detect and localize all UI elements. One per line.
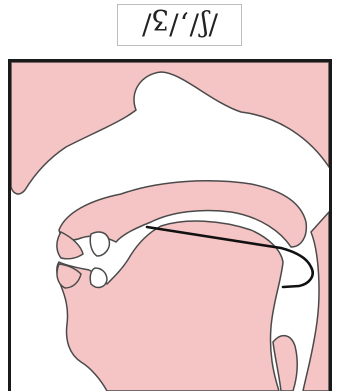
vocal-tract-svg	[11, 62, 329, 391]
ipa-label: /ʃ/,/ʒ/	[141, 11, 218, 39]
upper-teeth	[90, 232, 109, 256]
nasal-region	[11, 62, 329, 194]
sagittal-diagram	[8, 59, 332, 391]
ipa-label-box: /ʃ/,/ʒ/	[117, 4, 242, 46]
lower-teeth	[90, 268, 107, 287]
pharynx-region	[303, 212, 329, 391]
